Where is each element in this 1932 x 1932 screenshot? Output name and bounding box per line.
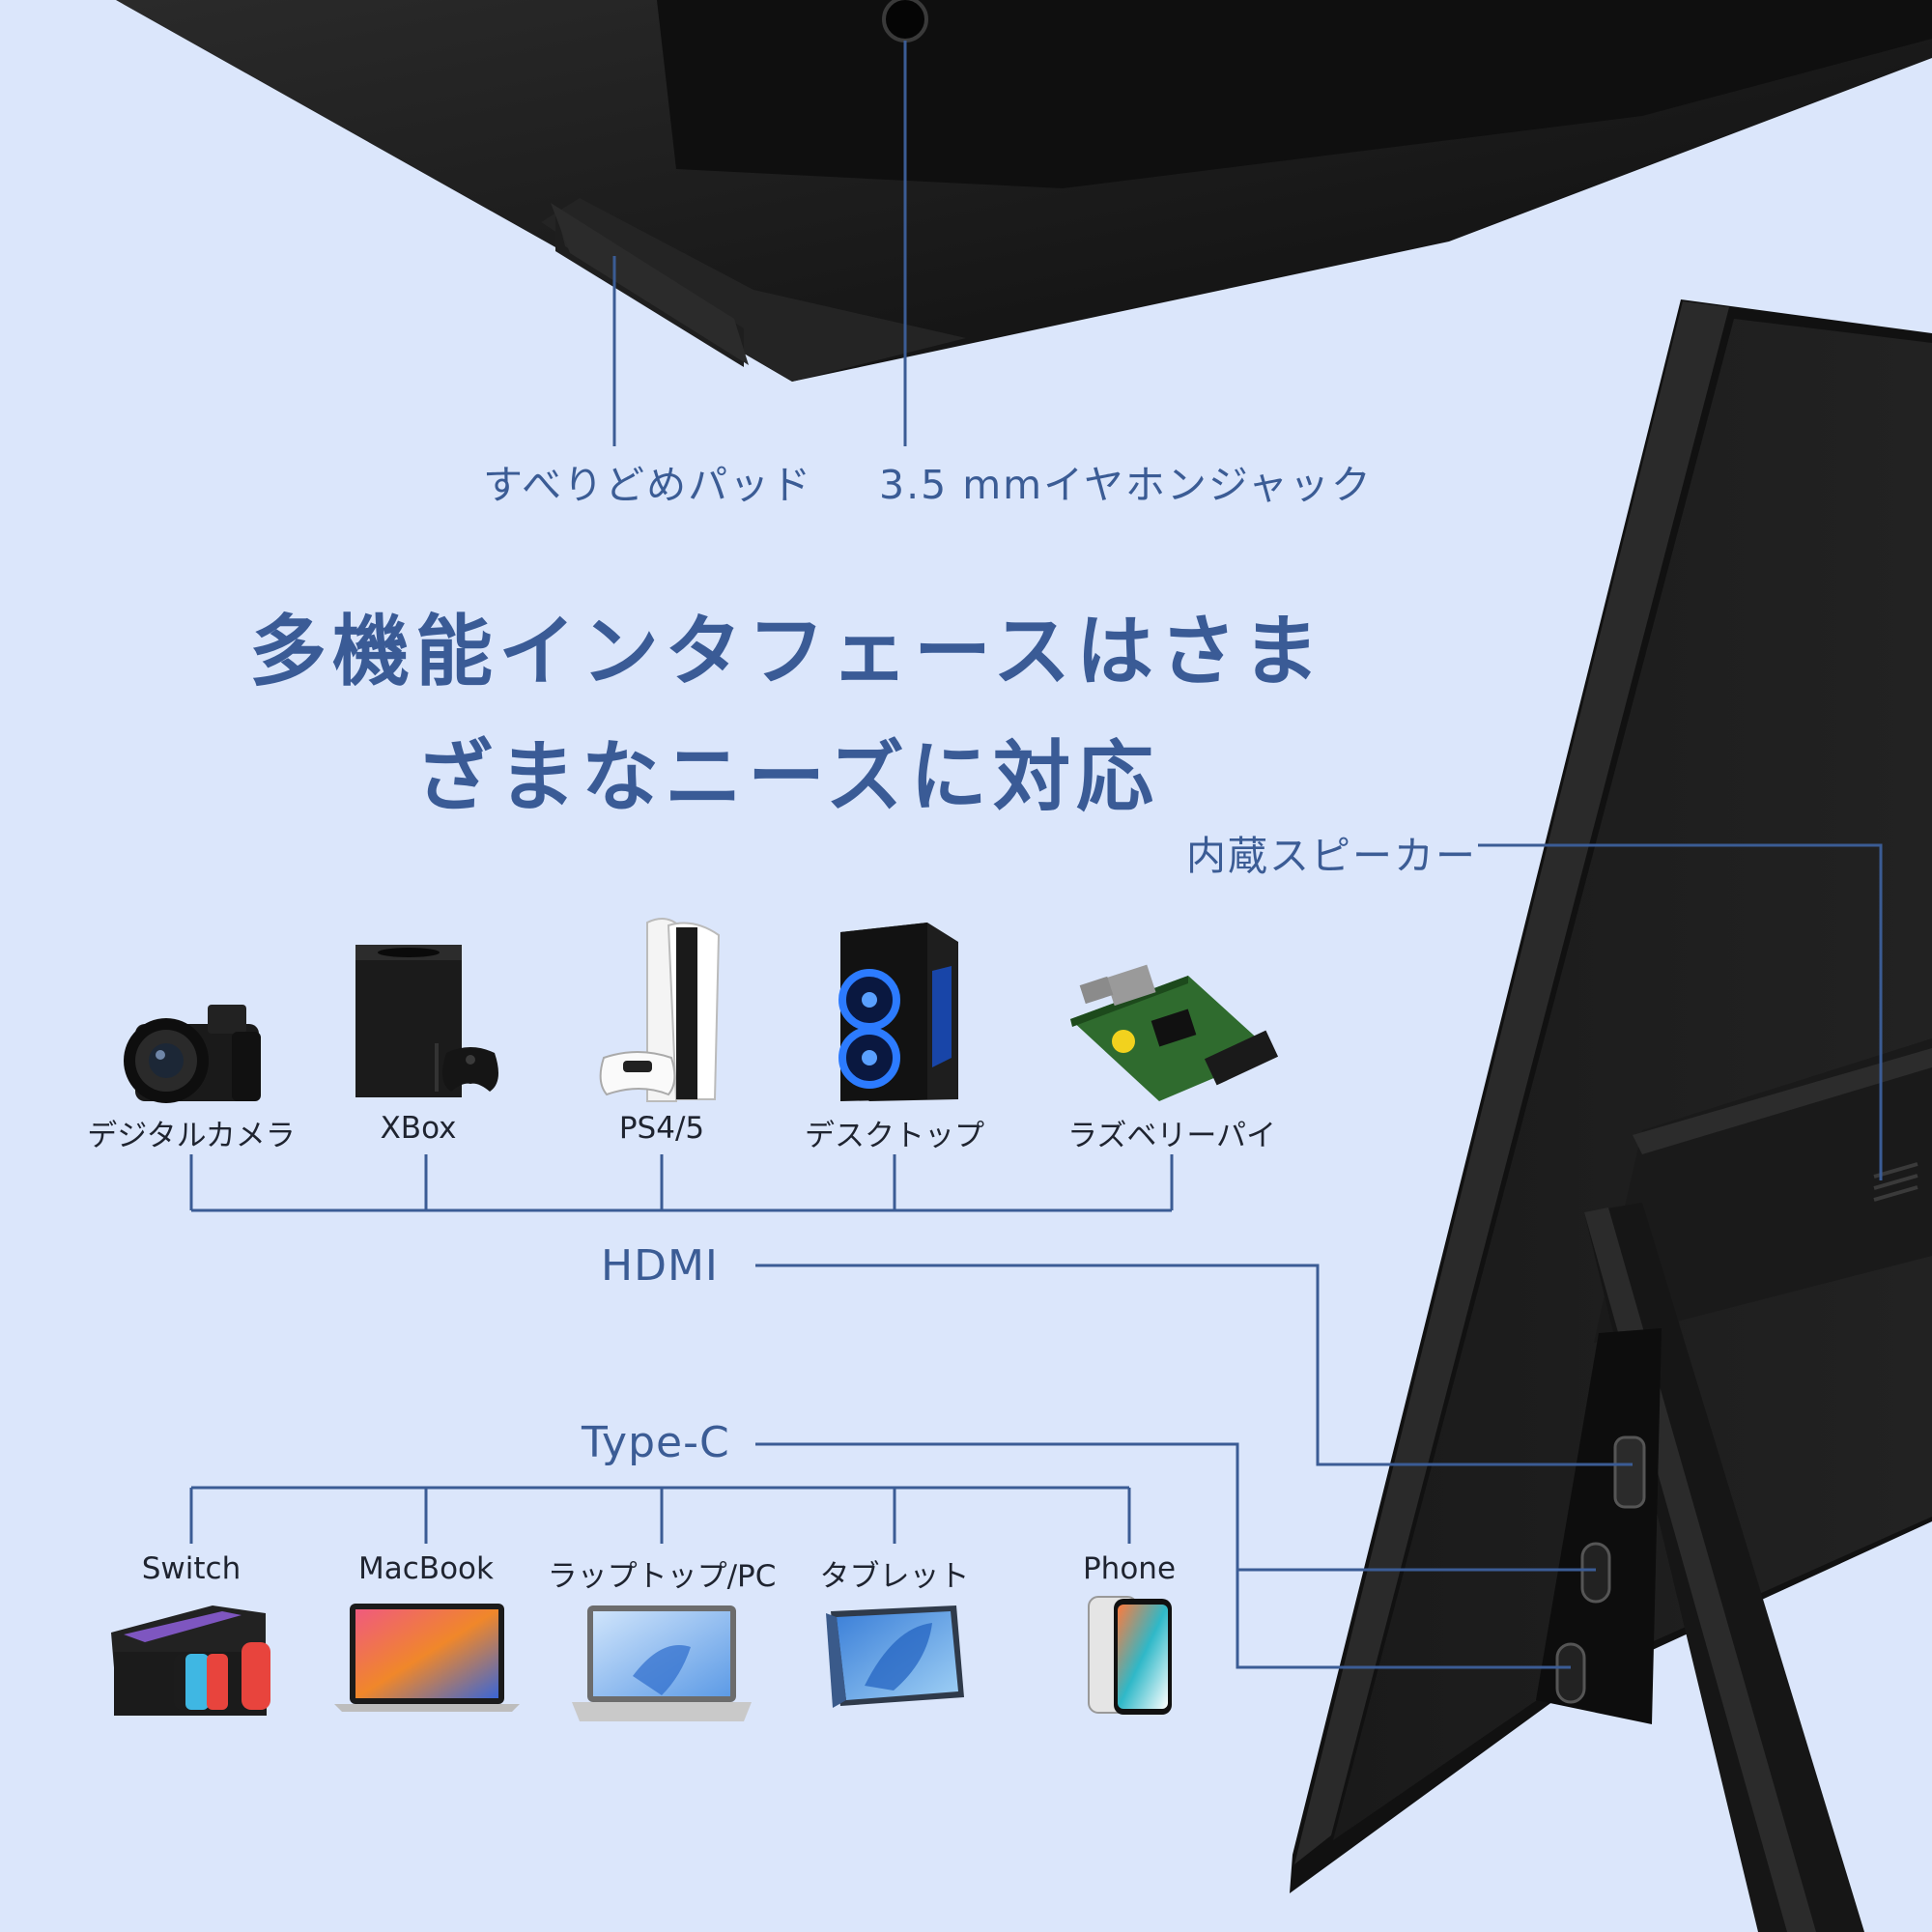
hdmi-label: HDMI — [601, 1241, 719, 1291]
typec-port-icon — [1580, 1542, 1611, 1604]
hdmi-bracket — [189, 1154, 1633, 1466]
monitor-top-view — [116, 0, 1932, 382]
camera-icon — [124, 1005, 261, 1103]
device-label-xbox: XBox — [380, 1111, 457, 1146]
device-label-switch: Switch — [141, 1551, 242, 1586]
earphone-jack-label: 3.5 mmイヤホンジャック — [879, 462, 1373, 508]
xbox-console-icon — [355, 945, 498, 1097]
device-label-desktop: デスクトップ — [805, 1119, 984, 1153]
switch-console-icon — [111, 1605, 270, 1716]
device-label-camera: デジタルカメラ — [87, 1119, 296, 1153]
speaker-label: 内蔵スピーカー — [1186, 833, 1477, 879]
playstation-console-icon — [599, 918, 721, 1102]
tablet-icon — [826, 1605, 964, 1708]
laptop-icon — [572, 1605, 752, 1721]
raspberry-pi-board-icon — [1070, 964, 1279, 1101]
device-label-phone: Phone — [1082, 1551, 1177, 1586]
desktop-tower-icon — [838, 923, 958, 1101]
hdmi-port-icon — [1613, 1435, 1646, 1509]
device-label-raspberry-pi: ラズベリーパイ — [1066, 1119, 1277, 1153]
typec-bracket — [189, 1442, 1596, 1669]
device-label-laptop: ラップトップ/PC — [547, 1559, 777, 1594]
device-label-macbook: MacBook — [358, 1551, 494, 1586]
anti-slip-pad — [551, 203, 749, 365]
device-label-ps: PS4/5 — [618, 1111, 705, 1146]
typec-port-icon — [1555, 1642, 1586, 1704]
headline-line-2: ざまなニーズに対応 — [415, 732, 1159, 822]
macbook-icon — [334, 1604, 520, 1712]
headline-line-1: 多機能インタフェースはさま — [249, 607, 1325, 696]
phone-icon — [1088, 1596, 1172, 1715]
device-label-tablet: タブレット — [819, 1559, 970, 1594]
typec-label: Type-C — [582, 1418, 730, 1467]
monitor-side-view — [1290, 299, 1932, 1932]
earphone-jack-icon — [882, 0, 928, 43]
anti-slip-pad-label: すべりどめパッド — [483, 462, 813, 508]
